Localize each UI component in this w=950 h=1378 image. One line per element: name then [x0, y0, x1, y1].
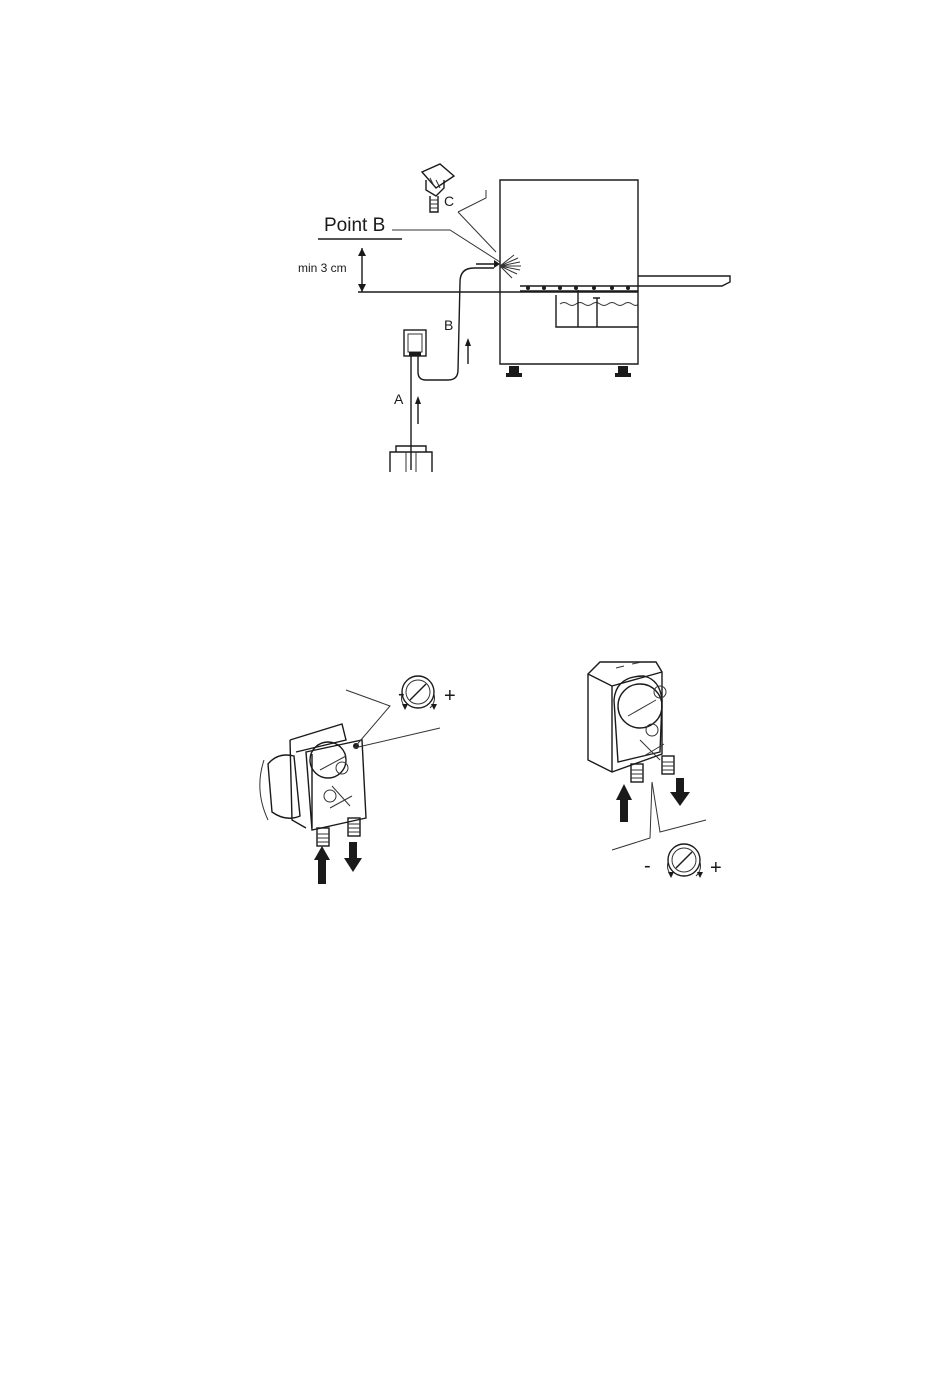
point-c-leader [458, 190, 496, 252]
label-point-b: Point B [324, 215, 385, 236]
point-b-leader [392, 230, 500, 262]
label-min-height: min 3 cm [298, 261, 347, 275]
label-b: B [444, 317, 453, 333]
right-dial-plus: + [710, 857, 722, 879]
left-adjuster-dial-icon [402, 676, 438, 710]
label-c: C [444, 193, 454, 209]
right-pump-illustration: - + [588, 662, 722, 879]
left-dial-minus: - [398, 683, 405, 705]
installation-diagram: Point B C min 3 cm B A [298, 164, 730, 472]
right-adjuster-dial-icon [668, 844, 704, 878]
dosing-pump-box [404, 330, 426, 356]
label-a: A [394, 391, 404, 407]
injection-spray [476, 255, 521, 278]
left-pump-illustration: - + [260, 676, 456, 884]
right-dial-minus: - [644, 855, 651, 877]
pipe-b [418, 268, 494, 380]
dishwasher-cabinet [500, 180, 730, 377]
left-dial-plus: + [444, 685, 456, 707]
